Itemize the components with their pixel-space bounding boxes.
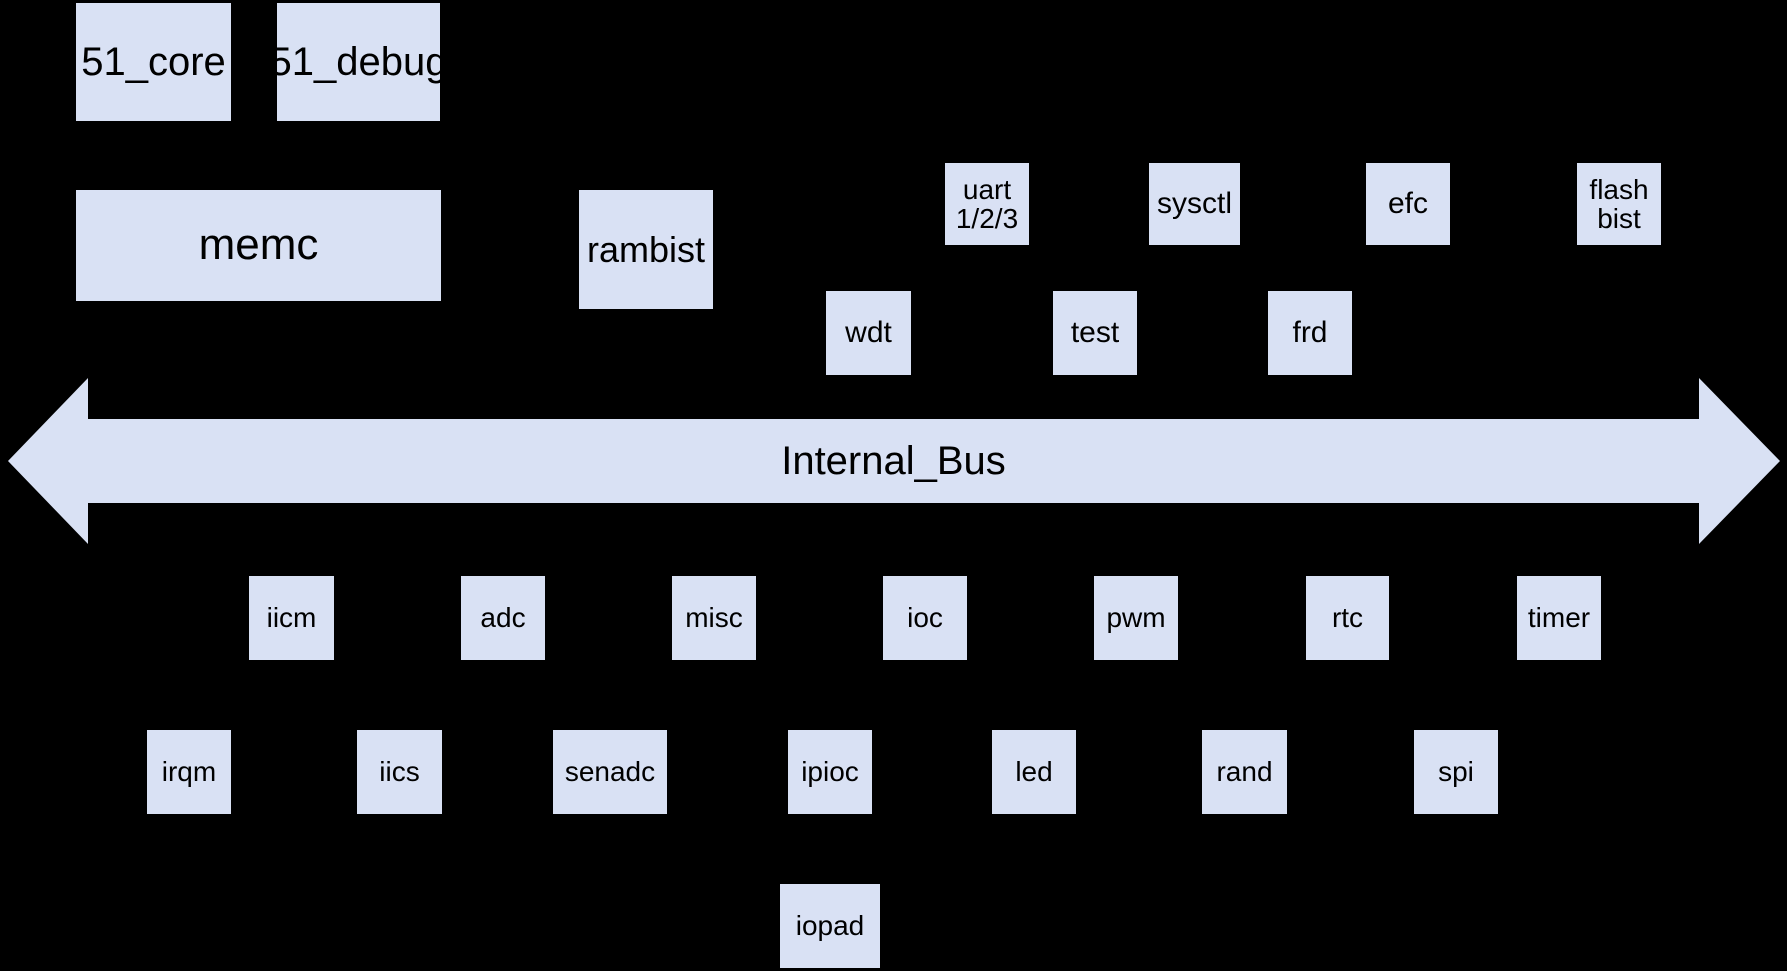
block-iopad: iopad (780, 884, 880, 968)
block-senadc: senadc (553, 730, 667, 814)
block-frd: frd (1268, 291, 1352, 375)
block-misc: misc (672, 576, 756, 660)
block-memc: memc (76, 190, 441, 301)
block-rand: rand (1202, 730, 1287, 814)
block-efc: efc (1366, 163, 1450, 245)
block-timer: timer (1517, 576, 1601, 660)
block-spi: spi (1414, 730, 1498, 814)
block-iicm: iicm (249, 576, 334, 660)
bus-arrow-shape (8, 378, 1780, 544)
block-pwm: pwm (1094, 576, 1178, 660)
block-wdt: wdt (826, 291, 911, 375)
block-adc: adc (461, 576, 545, 660)
block-iics: iics (357, 730, 442, 814)
block-51-debug: 51_debug (270, 3, 447, 121)
block-flash-bist: flash bist (1577, 163, 1661, 245)
block-test: test (1053, 291, 1137, 375)
block-led: led (992, 730, 1076, 814)
block-irqm: irqm (147, 730, 231, 814)
block-ipioc: ipioc (788, 730, 872, 814)
block-51-core: 51_core (76, 3, 231, 121)
internal-bus-label: Internal_Bus (781, 438, 1006, 483)
block-sysctl: sysctl (1149, 163, 1240, 245)
block-uart-1-2-3: uart 1/2/3 (945, 163, 1029, 245)
block-ioc: ioc (883, 576, 967, 660)
block-rambist: rambist (579, 190, 713, 309)
block-rtc: rtc (1306, 576, 1389, 660)
